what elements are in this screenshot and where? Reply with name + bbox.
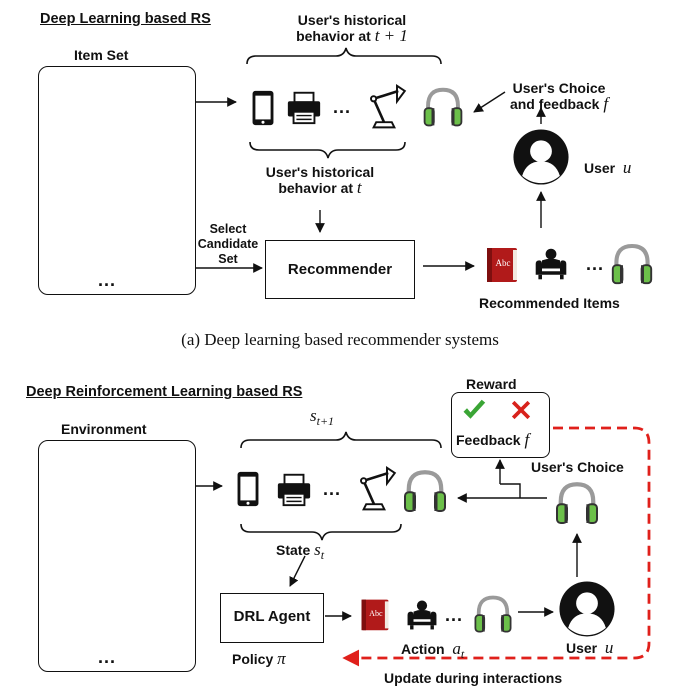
headphones-icon	[557, 484, 597, 523]
update-label: Update during interactions	[384, 670, 563, 686]
recommender-box	[265, 240, 415, 299]
desk-lamp-icon	[359, 466, 397, 511]
choice-line1: User's Choice	[512, 80, 606, 96]
item-set-box	[38, 66, 196, 295]
select-candidate-label: Select Candidate Set	[197, 222, 259, 266]
reward-box	[451, 392, 550, 458]
book-icon	[361, 599, 389, 631]
headphones-icon	[613, 246, 651, 283]
math-u: u	[622, 158, 632, 177]
user-avatar-icon	[513, 129, 569, 185]
drl-agent-box	[220, 593, 324, 643]
arrow-choice-to-history	[473, 91, 506, 113]
action-ellipsis: ...	[445, 605, 464, 625]
section-title-dl: Deep Learning based RS	[40, 11, 211, 27]
printer-icon	[276, 473, 312, 507]
environment-box	[38, 440, 196, 672]
smartphone-icon	[237, 471, 259, 507]
brace-bottom	[240, 523, 402, 541]
armchair-icon	[535, 248, 567, 280]
history-ellipsis: ...	[333, 97, 352, 117]
figure-caption-a: (a) Deep learning based recommender syst…	[181, 330, 499, 349]
smartphone-icon	[252, 90, 274, 126]
recommender-label: Recommender	[287, 261, 393, 278]
history-next-line1: User's historical	[297, 12, 407, 28]
history-current-line2: behavior at t	[278, 178, 362, 197]
choice-line2: and feedback f	[509, 94, 609, 113]
book-icon	[487, 248, 517, 282]
state-next-label: st+1	[310, 406, 335, 428]
armchair-icon	[407, 600, 437, 630]
math-t: t	[356, 178, 362, 197]
headphones-icon	[405, 472, 445, 511]
drl-agent-label: DRL Agent	[233, 608, 311, 625]
headphones-icon	[473, 595, 513, 634]
arrow-choice-branch	[500, 483, 521, 498]
environment-title: Environment	[61, 421, 147, 437]
history-next-line2: behavior at t + 1	[296, 26, 408, 45]
reward-title: Reward	[466, 376, 517, 392]
state-ellipsis: ...	[323, 479, 342, 499]
section-title-drl: Deep Reinforcement Learning based RS	[26, 384, 303, 400]
history-current-label: User's historical behavior at t	[240, 164, 400, 196]
feedback-label: Feedback f	[456, 430, 530, 449]
action-label: Action at	[401, 639, 465, 661]
environment-ellipsis: ...	[98, 647, 117, 667]
state-label: State st	[276, 540, 325, 562]
users-choice-label: User's Choice	[531, 459, 624, 475]
brace-top	[240, 431, 442, 449]
policy-label: Policy π	[232, 649, 286, 668]
item-set-ellipsis: ...	[98, 270, 117, 290]
history-next-label: User's historical behavior at t + 1	[272, 12, 432, 44]
brace-bottom	[249, 141, 406, 159]
history-current-line1: User's historical	[265, 164, 375, 180]
recommended-ellipsis: ...	[586, 254, 605, 274]
user-avatar-icon	[559, 581, 615, 637]
desk-lamp-icon	[369, 84, 407, 129]
user-label-bottom: User u	[566, 638, 614, 657]
headphones-icon	[422, 87, 464, 128]
brace-top	[246, 47, 442, 65]
item-set-title: Item Set	[74, 47, 129, 63]
update-loop-dashed-arrow	[342, 426, 651, 667]
user-choice-feedback-label: User's Choice and feedback f	[486, 80, 632, 112]
recommended-items-label: Recommended Items	[479, 295, 620, 311]
arrow-state-to-agent	[289, 555, 306, 587]
printer-icon	[286, 91, 322, 125]
math-f: f	[603, 94, 609, 113]
user-label: User u	[584, 158, 632, 177]
math-t-plus-1: t + 1	[374, 26, 408, 45]
